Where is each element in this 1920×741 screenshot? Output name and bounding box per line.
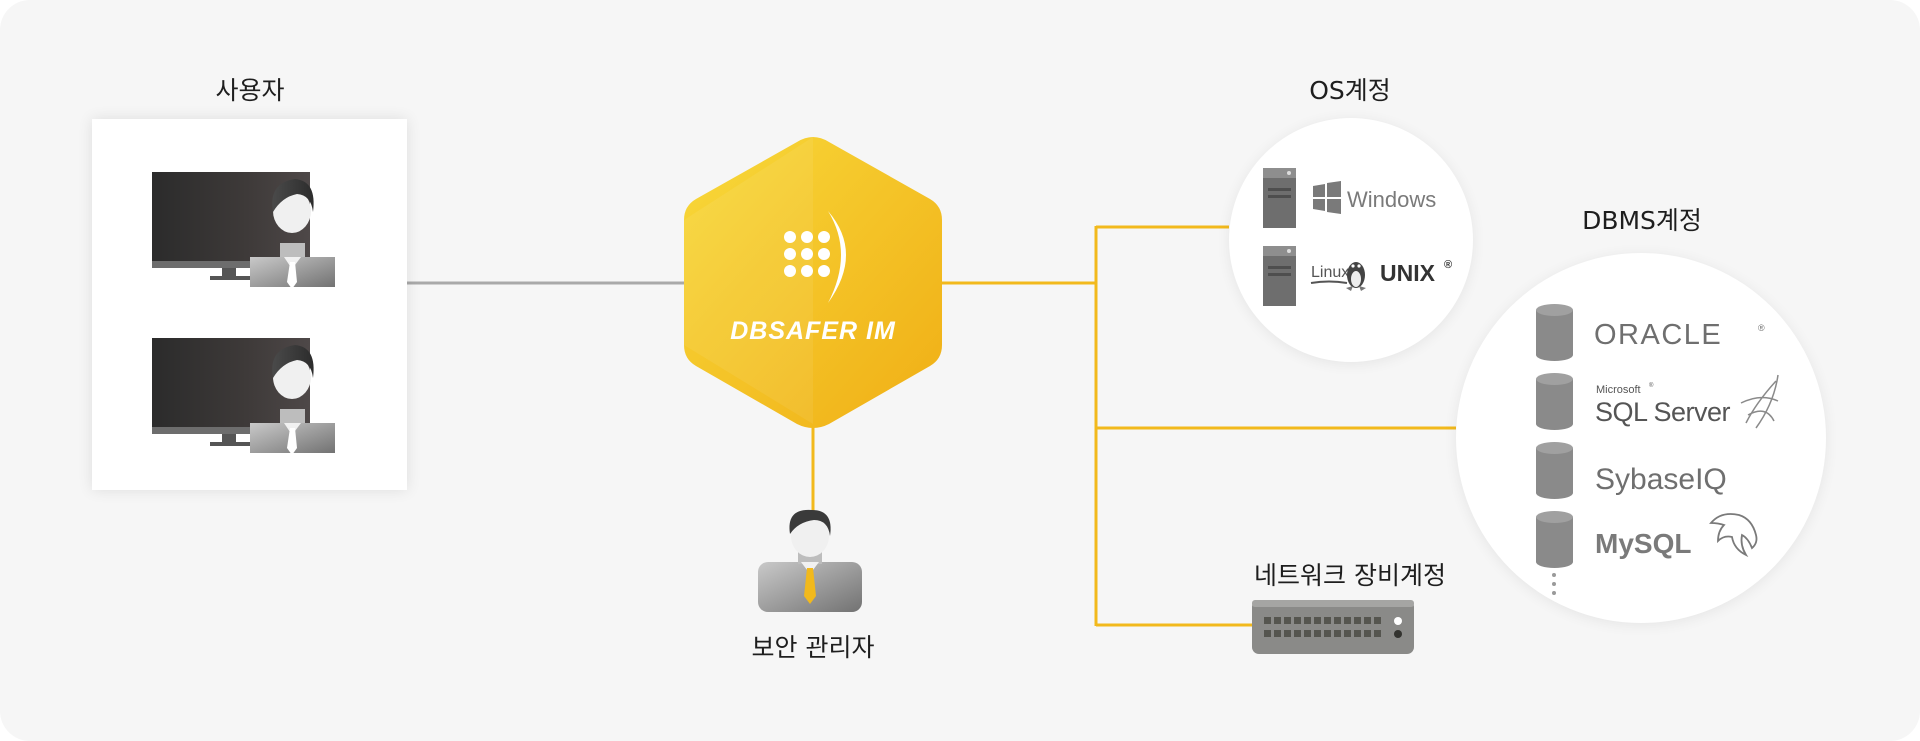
sybase-logo-text: SybaseIQ: [1595, 463, 1727, 496]
security-admin-label: 보안 관리자: [751, 633, 875, 662]
dbsafer-logo-icon: [784, 211, 846, 303]
user-at-monitor-icon: [152, 172, 335, 455]
server-tower-icon: [1263, 246, 1296, 306]
user-workstation-1: [152, 172, 335, 289]
database-cylinder-icon: [1536, 373, 1573, 430]
oracle-logo-text: ORACLE: [1594, 319, 1722, 351]
users-label: 사용자: [215, 76, 285, 105]
oracle-registered-mark: ®: [1758, 323, 1765, 333]
mysql-dolphin-icon: [1709, 513, 1758, 558]
sqlserver-brand-text: Microsoft: [1596, 384, 1641, 396]
os-accounts-circle: Windows Linux UNIX ®: [1229, 118, 1473, 362]
dbsafer-hub: DBSAFER IM: [684, 137, 942, 428]
linux-logo-text: Linux: [1311, 264, 1349, 281]
tux-penguin-icon: [1346, 262, 1366, 291]
user-workstation-2: [152, 338, 335, 455]
hub-title: DBSAFER IM: [730, 317, 896, 345]
network-switch-icon: [1252, 600, 1414, 654]
windows-logo-icon: [1313, 181, 1341, 214]
unix-logo-text: UNIX: [1380, 260, 1436, 286]
database-cylinder-icon: [1536, 511, 1573, 568]
database-cylinder-icon: [1536, 304, 1573, 361]
sqlserver-logo-text: SQL Server: [1595, 397, 1731, 427]
database-cylinder-icon: [1536, 442, 1573, 499]
users-box: [92, 119, 407, 490]
os-accounts-label: OS계정: [1309, 76, 1391, 105]
unix-registered-mark: ®: [1444, 259, 1452, 271]
more-databases-dots-icon: [1552, 573, 1556, 595]
mysql-logo-text: MySQL: [1595, 528, 1691, 559]
dbms-accounts-label: DBMS계정: [1582, 206, 1702, 235]
sqlserver-swirl-icon: [1740, 374, 1779, 429]
server-tower-icon: [1263, 168, 1296, 228]
network-accounts-label: 네트워크 장비계정: [1254, 561, 1446, 590]
dbms-accounts-circle: ORACLE ® Microsoft ® SQL Server SybaseIQ…: [1456, 253, 1826, 623]
sqlserver-brand-mark: ®: [1649, 382, 1654, 389]
admin-person-icon: [758, 509, 862, 612]
windows-logo-text: Windows: [1347, 187, 1436, 212]
